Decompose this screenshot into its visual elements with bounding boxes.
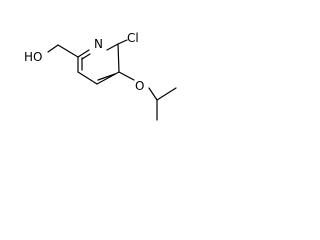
bond-c4-c5	[77, 71, 98, 85]
bond-c6-ch2	[57, 44, 79, 58]
structure-canvas: N Cl O HO	[0, 0, 190, 128]
nitrogen-label: N	[94, 37, 103, 51]
bond-ch2-oh	[47, 44, 59, 53]
bond-ch-me1	[156, 87, 177, 101]
bond-c3-c4-inner	[97, 73, 116, 81]
bond-n-c6	[77, 49, 90, 58]
bond-o-ch	[148, 87, 158, 101]
bond-c3-o	[118, 71, 135, 81]
chlorine-label: Cl	[127, 31, 139, 45]
molecule-structure: N Cl O HO	[24, 31, 177, 121]
bond-n-c2	[106, 43, 119, 51]
bond-c3-c4	[96, 71, 120, 85]
hydroxyl-label: HO	[24, 50, 42, 64]
bond-n-c6-inner	[81, 53, 91, 60]
ether-oxygen-label: O	[135, 79, 144, 93]
bond-c2-c3	[117, 43, 120, 73]
bond-c2-cl	[117, 39, 128, 45]
